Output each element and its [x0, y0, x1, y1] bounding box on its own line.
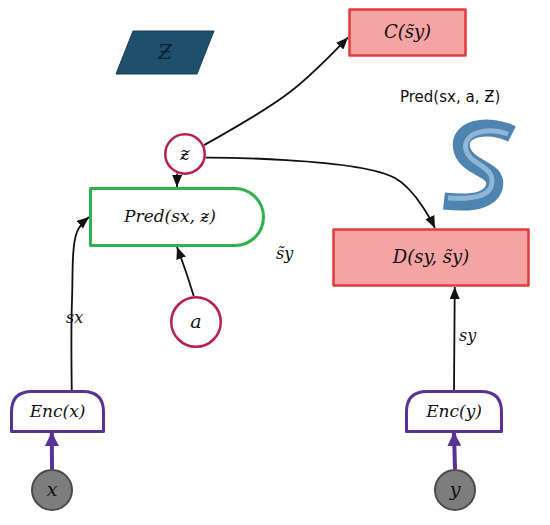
predicted-representation: s̃y: [276, 244, 293, 263]
latent-set: Ƶ: [115, 30, 215, 75]
shape-outline: [116, 31, 214, 74]
shape-outline: [350, 10, 466, 56]
cost-box: C(s̃y): [348, 8, 467, 57]
edge-label: sx: [66, 308, 83, 327]
node-label: ƶ: [180, 144, 189, 165]
arrow-connector: [177, 247, 194, 296]
arrow-connector: [204, 37, 348, 145]
shape-outline: [334, 230, 529, 286]
target-variable: y: [434, 469, 476, 511]
node-label: C(s̃y): [384, 22, 431, 43]
node-label: Ƶ: [158, 41, 172, 64]
prediction-caption: Pred(sx, a, Ƶ): [400, 88, 500, 106]
encoder-box: Enc(x): [10, 390, 105, 433]
node-label: Pred(sx, ƶ): [124, 207, 230, 227]
predictor-box: Pred(sx, ƶ): [89, 187, 265, 247]
node-label: a: [190, 311, 201, 333]
arrow-connector: [176, 173, 178, 187]
circle-outline: [435, 470, 475, 510]
node-label: Enc(x): [30, 402, 86, 422]
encoder-box: Enc(y): [405, 390, 503, 433]
s-curve-illustration: [444, 128, 512, 202]
arrow-connector: [454, 433, 455, 469]
shape-outline: [407, 392, 502, 432]
node-label: Enc(y): [426, 402, 482, 422]
node-label: x: [47, 479, 58, 501]
energy-box: D(sy, s̃y): [332, 228, 530, 287]
circle-outline: [165, 134, 205, 174]
s-curve-highlight: [448, 131, 508, 198]
latent-variable: ƶ: [164, 133, 206, 175]
shape-outline: [91, 189, 264, 246]
shape-outline: [12, 392, 104, 432]
arrow-connector: [71, 217, 89, 390]
circle-outline: [171, 297, 221, 347]
node-label: D(sy, s̃y): [393, 247, 469, 268]
arrow-connector: [453, 287, 456, 390]
action-variable: a: [170, 296, 222, 348]
edge-label: sy: [459, 326, 476, 345]
circle-outline: [32, 470, 72, 510]
arrow-connector: [50, 433, 54, 469]
input-variable: x: [31, 469, 73, 511]
node-label: y: [450, 479, 461, 501]
